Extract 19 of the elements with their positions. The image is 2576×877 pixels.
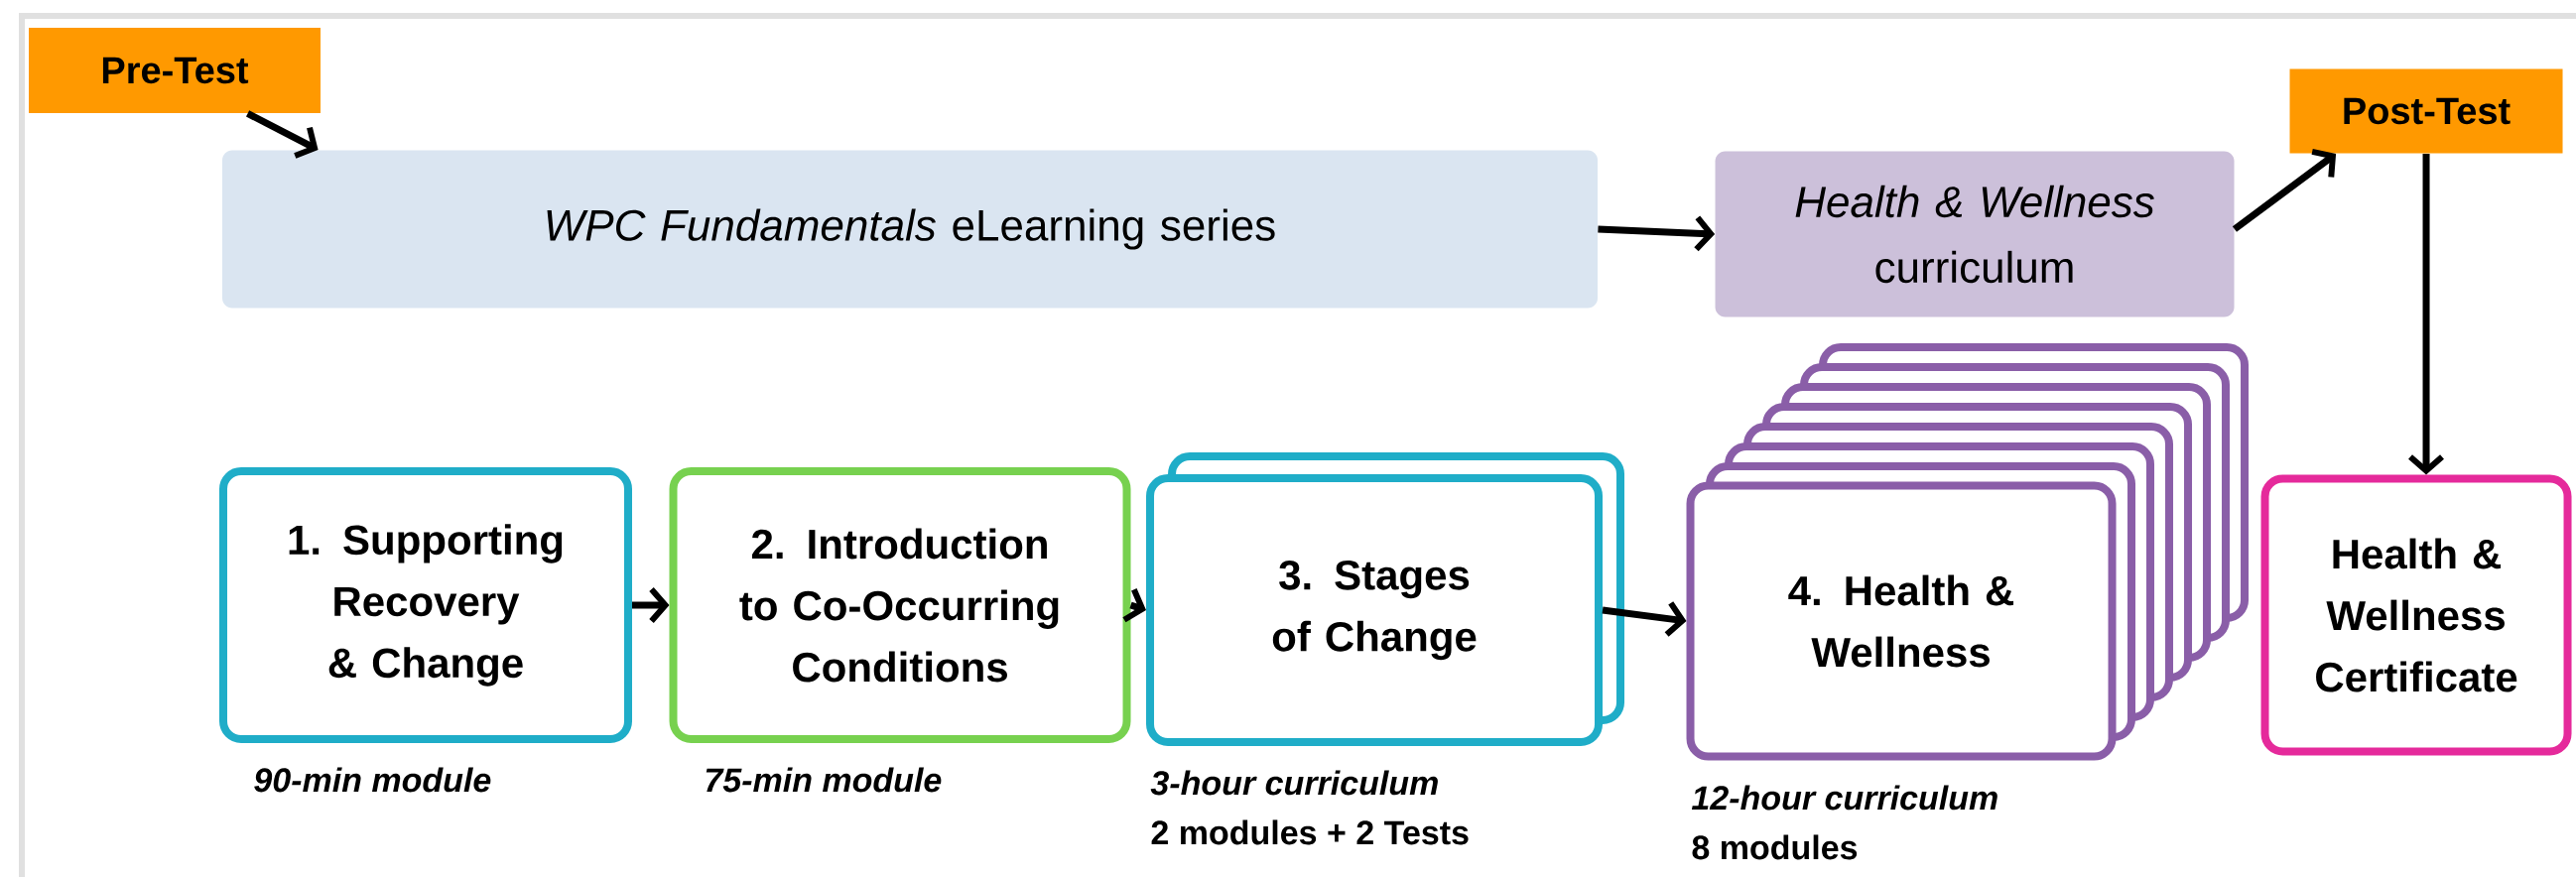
module-card: 2. Introduction to Co-Occurring Conditions bbox=[669, 467, 1131, 743]
program-box: Health & Wellness curriculum bbox=[1715, 151, 2235, 317]
arrow bbox=[246, 110, 319, 159]
module-duration: 8 modules bbox=[1692, 834, 1858, 860]
arrow bbox=[1602, 601, 1687, 637]
arrow bbox=[2408, 153, 2444, 475]
module-card: Health & Wellness Certificate bbox=[2260, 474, 2572, 756]
module-card: 1. Supporting Recovery & Change bbox=[219, 467, 632, 743]
arrow bbox=[2232, 148, 2337, 232]
test-label: Post-Test bbox=[2289, 68, 2563, 154]
module-duration: 2 modules + 2 Tests bbox=[1151, 819, 1469, 845]
module-card-stack: 3. Stages of Change bbox=[1146, 452, 1624, 746]
module-duration: 90-min module bbox=[254, 767, 491, 793]
module-duration: 12-hour curriculum bbox=[1691, 785, 1997, 811]
module-card-stack: 4. Health & Wellness bbox=[1686, 343, 2250, 761]
program-box: WPC Fundamentals eLearning series bbox=[222, 150, 1598, 309]
module-duration: 75-min module bbox=[706, 767, 942, 793]
test-label: Pre-Test bbox=[29, 28, 321, 113]
module-duration: 3-hour curriculum bbox=[1150, 770, 1438, 796]
